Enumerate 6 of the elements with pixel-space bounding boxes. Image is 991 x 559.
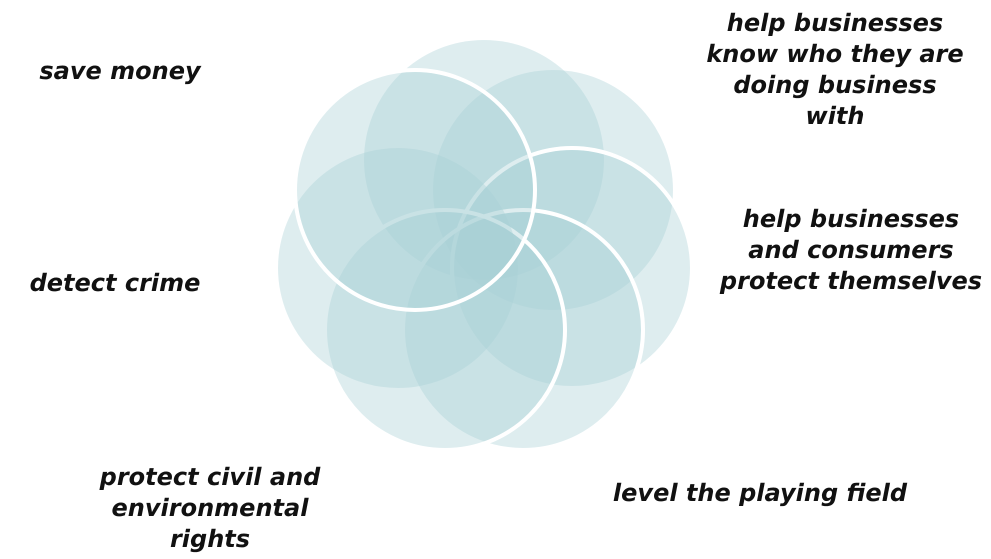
caption-text: level the playing field bbox=[612, 478, 908, 509]
caption-text: protect civil and environmental rights bbox=[98, 462, 322, 555]
caption-text: help businesses know who they are doing business with bbox=[705, 8, 965, 132]
caption-text: save money bbox=[38, 56, 202, 87]
caption-text: detect crime bbox=[28, 268, 202, 299]
caption-text: help businesses and consumers protect themselves bbox=[718, 204, 984, 297]
